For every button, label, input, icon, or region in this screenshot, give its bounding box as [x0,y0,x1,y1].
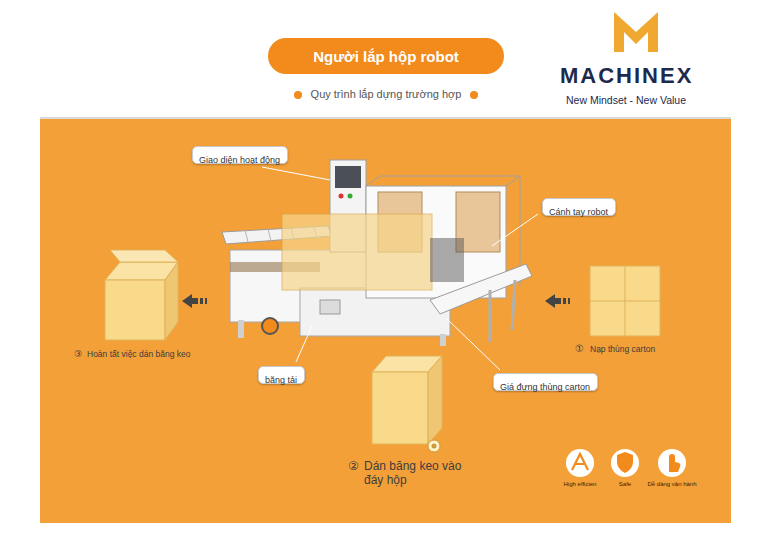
callout-text: Cánh tay robot [549,206,608,218]
bullet-dot [294,91,302,99]
carton-flat [590,266,660,336]
callout-text: Giá đựng thùng carton [500,381,590,393]
logo-mark [614,12,658,52]
flow-arrow [182,294,207,308]
panel [40,118,731,523]
feature-label: Dễ dàng vận hành [647,481,696,488]
panel-edge [40,117,731,119]
subtitle: Quy trình lắp dựng trường hợp [311,88,462,101]
carton-taped [372,356,442,452]
feature-label: Safe [619,481,631,488]
brand-name: MACHINEX [560,63,693,88]
feature-label: High efficien [564,481,597,488]
machine [222,160,532,346]
step-label: Nạp thùng carton [590,345,655,355]
callout-number: ② [348,460,359,474]
bullet-dot [470,91,478,99]
callout-text: Giao diện hoạt động [199,154,280,166]
step-label: Hoàn tất việc dán băng keo [87,350,191,360]
callout-number: ③ [74,349,82,359]
leader-line [262,167,538,370]
callout-number: ① [575,343,584,355]
callout-box: Cánh tay robot [542,198,616,216]
title: Người lắp hộp robot [313,48,459,65]
callout-box: Giao diện hoạt động [192,146,288,164]
feature-icon [566,449,686,477]
flow-arrow [545,294,570,308]
callout-box: Giá đựng thùng carton [493,373,598,391]
callout-text: băng tải [265,374,297,386]
carton-finished [105,250,178,340]
step-label: Dán băng keo vào đáy hộp [364,460,472,488]
brand-tagline: New Mindset - New Value [566,94,686,106]
callout-box: băng tải [258,366,305,384]
title-pill [268,38,504,74]
